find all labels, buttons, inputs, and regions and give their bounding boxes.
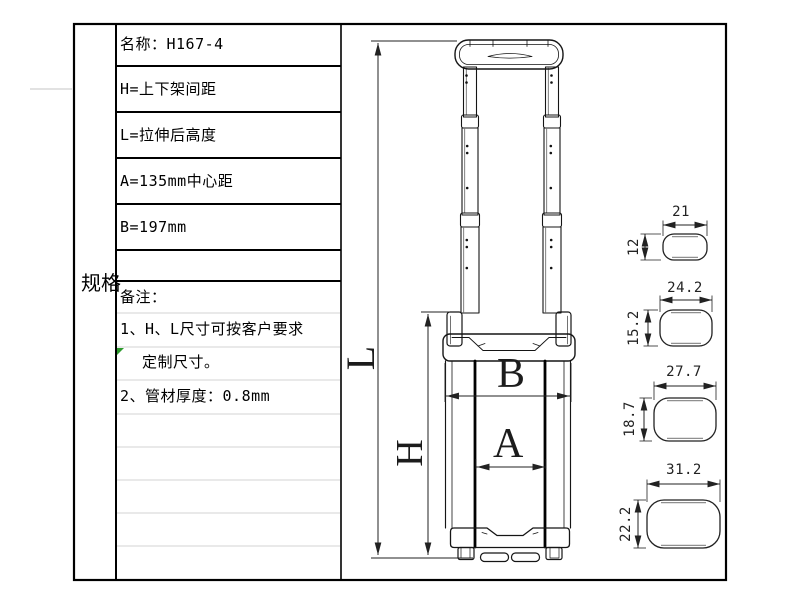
dim-27-7: 27.7 bbox=[666, 364, 702, 380]
dim-12: 12 bbox=[626, 238, 642, 256]
lock-button-holes bbox=[465, 74, 553, 270]
note-line-1: 1、H、L尺寸可按客户要求 bbox=[120, 320, 304, 338]
dim-15-2: 15.2 bbox=[626, 310, 642, 346]
spec-row-name: 名称：H167-4 bbox=[120, 35, 224, 53]
dim-31-2: 31.2 bbox=[666, 462, 702, 478]
note-line-2: 定制尺寸。 bbox=[142, 353, 220, 371]
cross-sections bbox=[633, 220, 721, 549]
dim-letter-A: A bbox=[493, 421, 524, 467]
category-label: 规格 bbox=[81, 271, 121, 295]
spec-row-a: A=135mm中心距 bbox=[120, 172, 234, 190]
bottom-bracket bbox=[449, 527, 571, 563]
dim-22-2: 22.2 bbox=[618, 506, 634, 542]
spec-row-h: H=上下架间距 bbox=[120, 80, 217, 98]
dim-letter-B: B bbox=[497, 351, 526, 397]
notes-title: 备注： bbox=[120, 288, 167, 306]
dim-letter-H: H bbox=[389, 439, 431, 467]
cross-section-21x12 bbox=[640, 220, 708, 261]
cross-section-27x18 bbox=[639, 381, 717, 442]
dim-letter-L: L bbox=[338, 345, 383, 371]
telescopic-tubes bbox=[459, 66, 563, 314]
table-grid bbox=[30, 22, 728, 582]
dim-21: 21 bbox=[672, 204, 690, 220]
dimension-lines bbox=[371, 40, 572, 559]
trolley-drawing bbox=[442, 39, 576, 563]
dim-24-2: 24.2 bbox=[667, 280, 703, 296]
spec-row-b: B=197mm bbox=[120, 218, 187, 236]
handle-grip bbox=[454, 39, 564, 70]
cross-section-31x22 bbox=[633, 479, 721, 549]
cell-flag-marker bbox=[117, 348, 124, 355]
spec-row-l: L=拉伸后高度 bbox=[120, 126, 217, 144]
outer-tubes bbox=[444, 359, 572, 549]
cross-section-24x15 bbox=[643, 295, 713, 347]
dim-18-7: 18.7 bbox=[622, 401, 638, 437]
note-line-3: 2、管材厚度：0.8mm bbox=[120, 387, 271, 405]
upper-bracket bbox=[442, 311, 576, 362]
